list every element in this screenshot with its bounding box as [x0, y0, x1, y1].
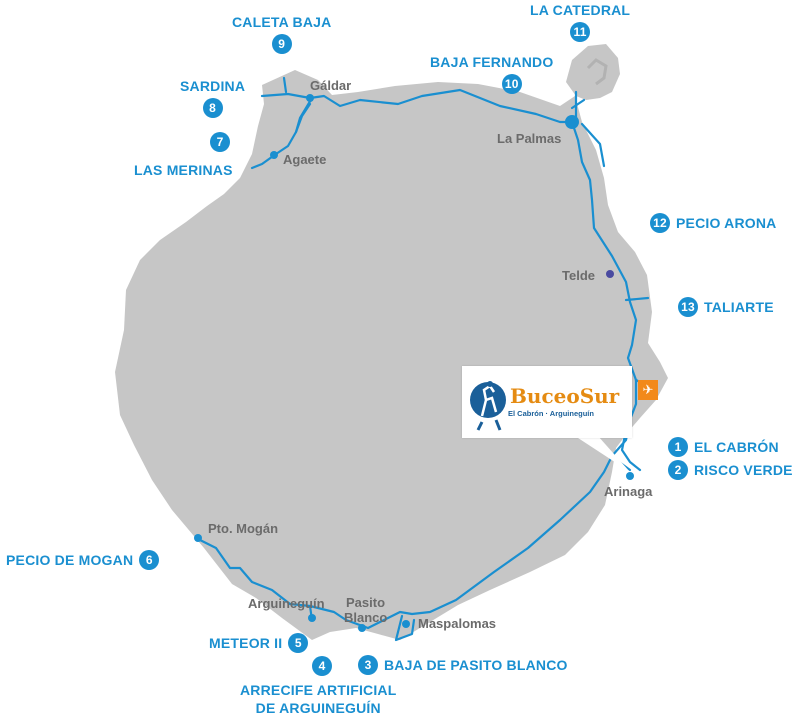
buceosur-logo: BuceoSur El Cabrón · Arguineguín: [462, 366, 632, 438]
town-dot-galdar: [306, 94, 314, 102]
dive-site-1: 1 EL CABRÓN: [668, 437, 779, 457]
dive-site-9: CALETA BAJA 9: [232, 14, 331, 54]
site-number-badge: 1: [668, 437, 688, 457]
site-name: PECIO DE MOGAN: [6, 552, 134, 568]
site-number-badge: 10: [501, 74, 522, 94]
dive-site-5: METEOR II 5: [209, 633, 309, 653]
dive-site-3: 3 BAJA DE PASITO BLANCO: [358, 655, 568, 675]
site-name: EL CABRÓN: [694, 439, 779, 455]
site-name: CALETA BAJA: [232, 14, 332, 30]
site-number-badge: 4: [312, 656, 332, 676]
town-label-arinaga: Arinaga: [604, 484, 653, 499]
dive-site-8: SARDINA 8: [180, 78, 245, 118]
town-dot-telde: [606, 270, 614, 278]
site-name: BAJA DE PASITO BLANCO: [384, 657, 568, 673]
dive-site-12: 12 PECIO ARONA: [650, 213, 776, 233]
gran-canaria-island: [115, 70, 668, 640]
isleta-relief: [586, 58, 608, 86]
diver-logo-icon: [470, 381, 506, 431]
dive-site-7-badge: 7: [210, 132, 230, 152]
town-label-las-palmas: La Palmas: [497, 131, 562, 146]
town-dot-arinaga: [626, 472, 634, 480]
site-number-badge: 12: [650, 213, 670, 233]
logo-tagline: El Cabrón · Arguineguín: [508, 409, 594, 418]
site-number-badge: 7: [210, 132, 230, 152]
site-name: METEOR II: [209, 635, 283, 651]
site-number-badge: 2: [668, 460, 688, 480]
town-label-telde: Telde: [562, 268, 595, 283]
dive-site-13: 13 TALIARTE: [678, 297, 774, 317]
town-label-pasito-blanco-1: Pasito: [346, 595, 386, 610]
dive-site-4: ARRECIFE ARTIFICIAL DE ARGUINEGUÍN: [240, 682, 397, 716]
site-name: SARDINA: [180, 78, 246, 94]
town-dot-mogan: [194, 534, 202, 542]
town-label-maspalomas: Maspalomas: [418, 616, 497, 631]
town-label-agaete: Agaete: [283, 152, 327, 167]
dive-site-4-badge: 4: [312, 656, 332, 676]
logo-brand: BuceoSur: [510, 384, 620, 408]
site-name: LAS MERINAS: [134, 162, 233, 178]
site-number-badge: 11: [570, 22, 591, 42]
logo-callout: [575, 436, 630, 472]
town-dot-agaete: [270, 151, 278, 159]
town-label-pasito-blanco-2: Blanco: [344, 610, 388, 625]
town-label-galdar: Gáldar: [310, 78, 352, 93]
site-number-badge: 6: [139, 550, 160, 570]
site-number-badge: 9: [271, 34, 292, 54]
site-name: BAJA FERNANDO: [430, 54, 554, 70]
town-dot-maspalomas: [402, 620, 410, 628]
site-number-badge: 13: [678, 297, 698, 317]
dive-site-6: PECIO DE MOGAN 6: [6, 550, 160, 570]
town-label-mogan: Pto. Mogán: [208, 521, 279, 536]
site-number-badge: 8: [202, 98, 223, 118]
site-name-line2: DE ARGUINEGUÍN: [255, 700, 381, 716]
site-name: LA CATEDRAL: [530, 2, 631, 18]
airplane-icon: ✈: [638, 380, 658, 400]
dive-site-7: LAS MERINAS: [134, 162, 233, 178]
town-dot-pasito-blanco: [358, 624, 366, 632]
site-name-line1: ARRECIFE ARTIFICIAL: [240, 682, 397, 698]
dive-site-11: LA CATEDRAL 11: [530, 2, 630, 42]
site-name: RISCO VERDE: [694, 462, 793, 478]
site-number-badge: 3: [358, 655, 378, 675]
town-label-arguineguin: Arguineguín: [248, 596, 325, 611]
la-isleta: [566, 44, 620, 100]
town-dot-arguineguin: [308, 614, 316, 622]
site-name: TALIARTE: [704, 299, 774, 315]
site-name: PECIO ARONA: [676, 215, 777, 231]
dive-site-2: 2 RISCO VERDE: [668, 460, 793, 480]
town-dot-las-palmas: [565, 115, 579, 129]
site-number-badge: 5: [288, 633, 309, 653]
dive-site-10: BAJA FERNANDO 10: [430, 54, 553, 94]
